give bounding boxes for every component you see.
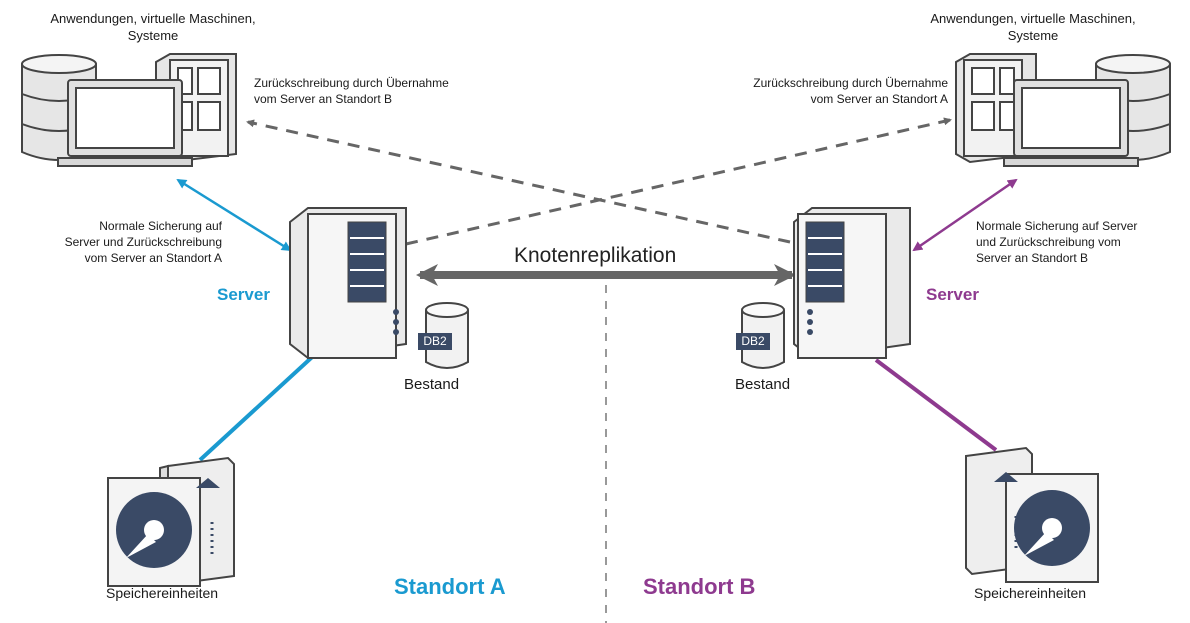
- replication-label: Knotenreplikation: [514, 244, 677, 267]
- server-label-site-a: Server: [217, 285, 270, 304]
- db2-tag-site-b: DB2: [736, 333, 770, 350]
- storage-label-site-a: Speichereinheiten: [106, 585, 219, 601]
- takeover-arrow-to-site-a: [246, 119, 791, 244]
- laptop-icon: [57, 79, 193, 167]
- backup-label-site-a: Normale Sicherung auf Server und Zurücks…: [64, 219, 222, 265]
- storage-disk-icon: [107, 456, 235, 587]
- apps-label-site-b: Anwendungen, virtuelle Maschinen, System…: [930, 11, 1136, 43]
- backup-arrow-site-b: [912, 178, 1018, 252]
- takeover-restore-label-site-a: Zurückschreibung durch Übernahme vom Ser…: [254, 76, 449, 106]
- tower-server-icon: [793, 207, 911, 360]
- tower-server-icon: [289, 207, 407, 360]
- site-label-a: Standort A: [394, 574, 506, 599]
- storage-disk-icon: [965, 446, 1099, 583]
- backup-arrow-site-a: [176, 178, 292, 252]
- db2-tag-site-a: DB2: [418, 333, 452, 350]
- inventory-label-site-a: Bestand: [404, 376, 460, 393]
- takeover-arrow-to-site-b: [405, 117, 952, 246]
- apps-label-site-a: Anwendungen, virtuelle Maschinen, System…: [50, 11, 256, 43]
- laptop-icon: [1003, 79, 1139, 167]
- site-label-b: Standort B: [643, 574, 756, 599]
- storage-link-site-b: [874, 358, 998, 452]
- inventory-label-site-b: Bestand: [735, 376, 791, 393]
- server-label-site-b: Server: [926, 285, 979, 304]
- takeover-restore-label-site-b: Zurückschreibung durch Übernahme vom Ser…: [753, 76, 948, 106]
- storage-label-site-b: Speichereinheiten: [974, 585, 1087, 601]
- storage-link-site-a: [198, 346, 324, 462]
- backup-label-site-b: Normale Sicherung auf Server und Zurücks…: [976, 219, 1138, 265]
